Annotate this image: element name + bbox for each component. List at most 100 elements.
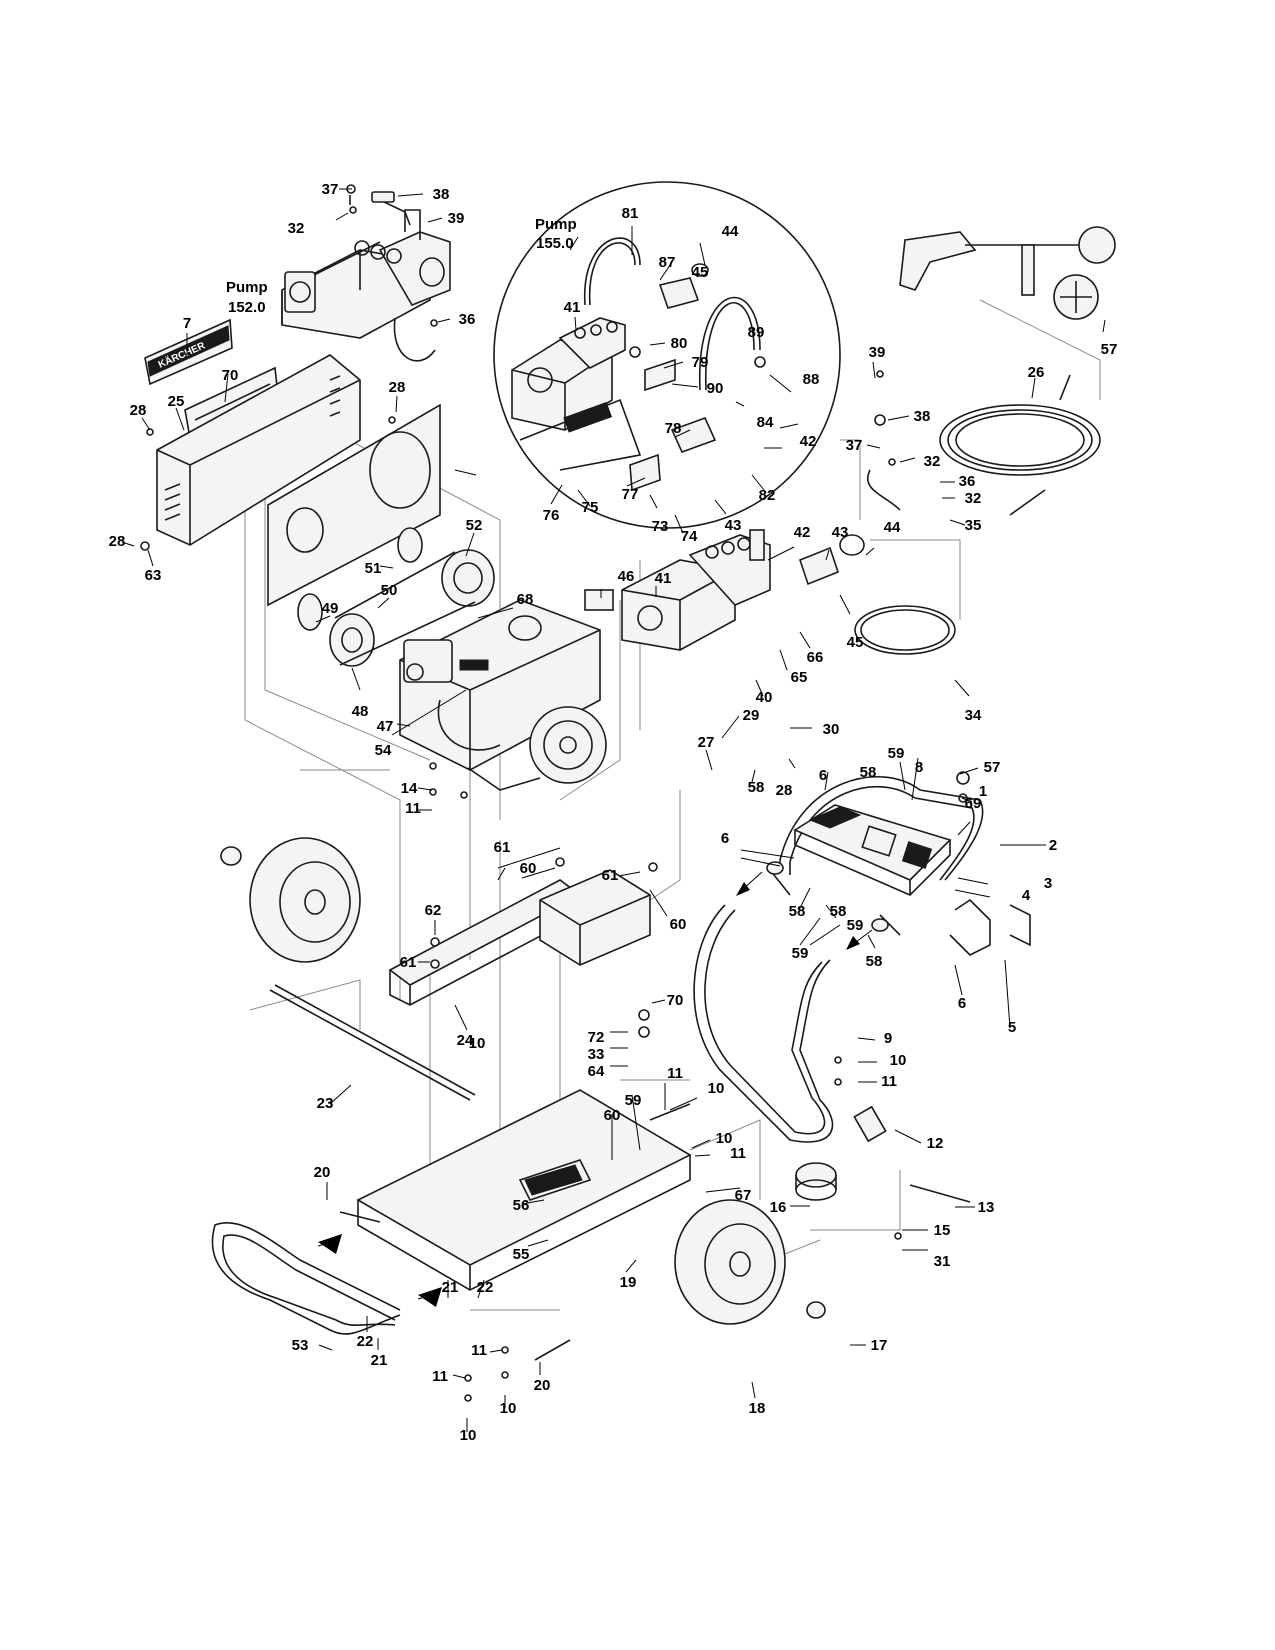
callout-58d: 58	[830, 903, 847, 920]
callout-82: 84	[757, 414, 774, 431]
callout-53: 53	[292, 1337, 309, 1354]
callout-48: 48	[352, 703, 369, 720]
hoses-and-gun	[854, 226, 1116, 655]
callout-72: 73	[652, 518, 669, 535]
callout-17: 17	[871, 1337, 888, 1354]
callout-10c: 10	[716, 1130, 733, 1147]
callout-74: 75	[582, 499, 599, 516]
callout-61b: 61	[602, 867, 619, 884]
callout-51: 51	[365, 560, 382, 577]
callout-10b: 10	[708, 1080, 725, 1097]
callout-42b: 42	[794, 524, 811, 541]
callout-3: 3	[1044, 875, 1052, 892]
callout-13: 13	[978, 1199, 995, 1216]
callout-7: 7	[183, 315, 191, 332]
callout-19: 19	[620, 1274, 637, 1291]
callout-58f: 59	[625, 1092, 642, 1109]
callout-30: 30	[823, 721, 840, 738]
callout-10e: 10	[460, 1427, 477, 1444]
callout-15: 15	[934, 1222, 951, 1239]
callout-29: 29	[743, 707, 760, 724]
callout-62: 63	[145, 567, 162, 584]
callout-24: 24	[457, 1032, 474, 1049]
callout-52: 52	[466, 517, 483, 534]
callout-64: 65	[791, 669, 808, 686]
callout-1: 1	[979, 783, 987, 800]
callout-65: 66	[807, 649, 824, 666]
callout-20b: 20	[534, 1377, 551, 1394]
callout-58a: 58	[860, 764, 877, 781]
callout-25: 25	[168, 393, 185, 410]
callout-10a: 10	[890, 1052, 907, 1069]
callout-47: 47	[377, 718, 394, 735]
callout-28b: 28	[130, 402, 147, 419]
callout-32b: 32	[924, 453, 941, 470]
callout-21b: 21	[371, 1352, 388, 1369]
callout-12: 12	[927, 1135, 944, 1152]
callout-22a: 22	[477, 1279, 494, 1296]
pump-41-assembly	[584, 529, 865, 651]
callout-16: 16	[770, 1199, 787, 1216]
callout-88: 89	[748, 324, 765, 341]
callout-44b: 44	[884, 519, 901, 536]
callout-6a: 6	[819, 767, 827, 784]
pump-152-label-line2: 152.0	[228, 299, 266, 316]
callout-68: 69	[965, 795, 982, 812]
callout-46: 46	[618, 568, 635, 585]
belt-and-pulleys	[297, 527, 495, 667]
callout-28a: 28	[389, 379, 406, 396]
callout-10d: 10	[500, 1400, 517, 1417]
pump-155-inset	[493, 181, 841, 529]
callout-38a: 38	[433, 186, 450, 203]
callout-84: 87	[659, 254, 676, 271]
callout-61c: 62	[425, 902, 442, 919]
callout-11a: 11	[405, 800, 421, 817]
callout-41a: 41	[564, 299, 581, 316]
pump-155-label-line1: Pump	[535, 216, 577, 233]
callout-58e: 58	[866, 953, 883, 970]
callout-70b: 72	[588, 1029, 605, 1046]
callout-27: 27	[698, 734, 715, 751]
callout-73: 74	[681, 528, 698, 545]
callout-45a: 45	[692, 264, 709, 281]
callout-4: 4	[1022, 887, 1031, 904]
callout-31: 31	[934, 1253, 951, 1270]
callout-60a: 60	[520, 860, 537, 877]
callout-39a: 39	[448, 210, 465, 227]
assembly-arrows	[317, 871, 873, 1307]
pump-labels: Pump 152.0 Pump 155.0	[226, 216, 577, 316]
callout-61a: 61	[494, 839, 511, 856]
callout-58c: 58	[789, 903, 806, 920]
callout-80: 81	[622, 205, 639, 222]
callout-69: 70	[222, 367, 239, 384]
callout-58b: 58	[748, 779, 765, 796]
callout-43a: 43	[725, 517, 742, 534]
callout-37b: 37	[846, 437, 863, 454]
pump-155-label-line2: 155.0	[536, 235, 574, 252]
callout-57b: 57	[1101, 341, 1118, 358]
callout-11e: 11	[471, 1342, 487, 1359]
callout-14: 14	[401, 780, 418, 797]
callout-41b: 41	[655, 570, 672, 587]
callout-66: 67	[735, 1187, 752, 1204]
callout-43b: 43	[832, 524, 849, 541]
callout-87: 88	[803, 371, 820, 388]
callout-28d: 28	[776, 782, 793, 799]
callout-33: 33	[588, 1046, 605, 1063]
callout-59d: 60	[604, 1107, 621, 1124]
callout-39b: 39	[869, 344, 886, 361]
callout-32c: 32	[965, 490, 982, 507]
callout-9: 9	[884, 1030, 892, 1047]
callout-60b: 60	[670, 916, 687, 933]
callout-37a: 37	[322, 181, 339, 198]
callout-50: 50	[381, 582, 398, 599]
callout-75: 76	[543, 507, 560, 524]
callout-8: 8	[915, 759, 923, 776]
shroud-plate	[267, 403, 441, 607]
callout-67: 68	[517, 591, 534, 608]
callout-11c: 11	[667, 1065, 683, 1082]
callout-54: 54	[375, 742, 392, 759]
callout-59c: 59	[792, 945, 809, 962]
callout-21a: 21	[442, 1279, 459, 1296]
